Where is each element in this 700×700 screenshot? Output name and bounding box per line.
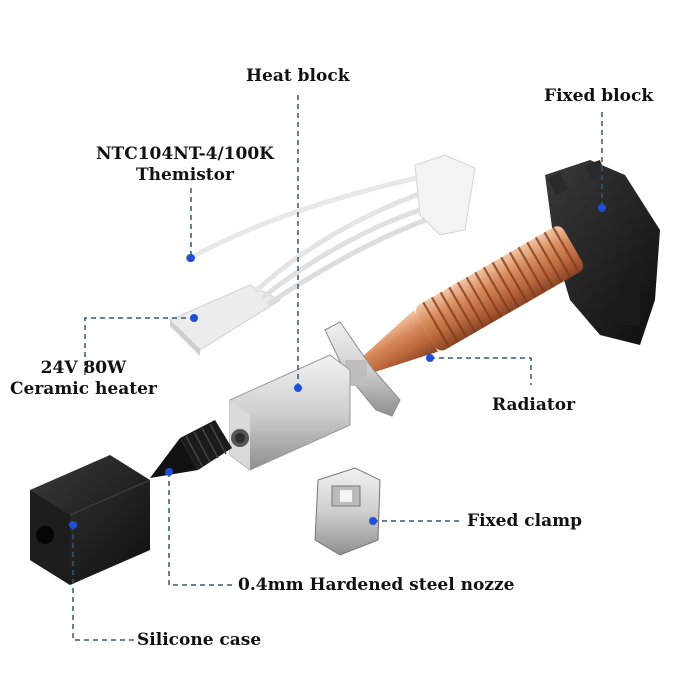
label-thermistor: NTC104NT-4/100K Themistor (96, 144, 274, 186)
leader-lines (72, 95, 603, 641)
label-fixed-block: Fixed block (544, 86, 653, 107)
label-fixed-clamp: Fixed clamp (467, 511, 582, 532)
heater-rating-text: 24V 80W (40, 358, 127, 378)
thermistor-model-text: NTC104NT-4/100K (96, 144, 274, 164)
thermistor-type-text: Themistor (135, 165, 234, 185)
thermistor-wires (186, 154, 476, 307)
fixed-clamp-part (314, 467, 381, 556)
fixed-block-part (545, 160, 660, 345)
nozzle-part (150, 420, 232, 478)
ceramic-heater-part (169, 284, 282, 356)
label-silicone-case: Silicone case (137, 630, 261, 651)
nozzle-text: 0.4mm Hardened steel nozze (238, 575, 515, 595)
label-ceramic-heater: 24V 80W Ceramic heater (10, 358, 157, 400)
label-nozzle: 0.4mm Hardened steel nozze (238, 575, 514, 596)
silicone-case-text: Silicone case (137, 630, 262, 650)
radiator-part (360, 226, 584, 374)
heater-type-text: Ceramic heater (10, 379, 157, 399)
fixed-block-text: Fixed block (544, 86, 654, 106)
heat-block-text: Heat block (246, 66, 350, 86)
label-heat-block: Heat block (246, 66, 349, 87)
silicone-case-part (30, 455, 151, 585)
fixed-clamp-text: Fixed clamp (467, 511, 582, 531)
leader-dots (69, 204, 606, 529)
label-radiator: Radiator (492, 395, 575, 416)
radiator-text: Radiator (492, 395, 576, 415)
heat-block-part (229, 354, 351, 471)
